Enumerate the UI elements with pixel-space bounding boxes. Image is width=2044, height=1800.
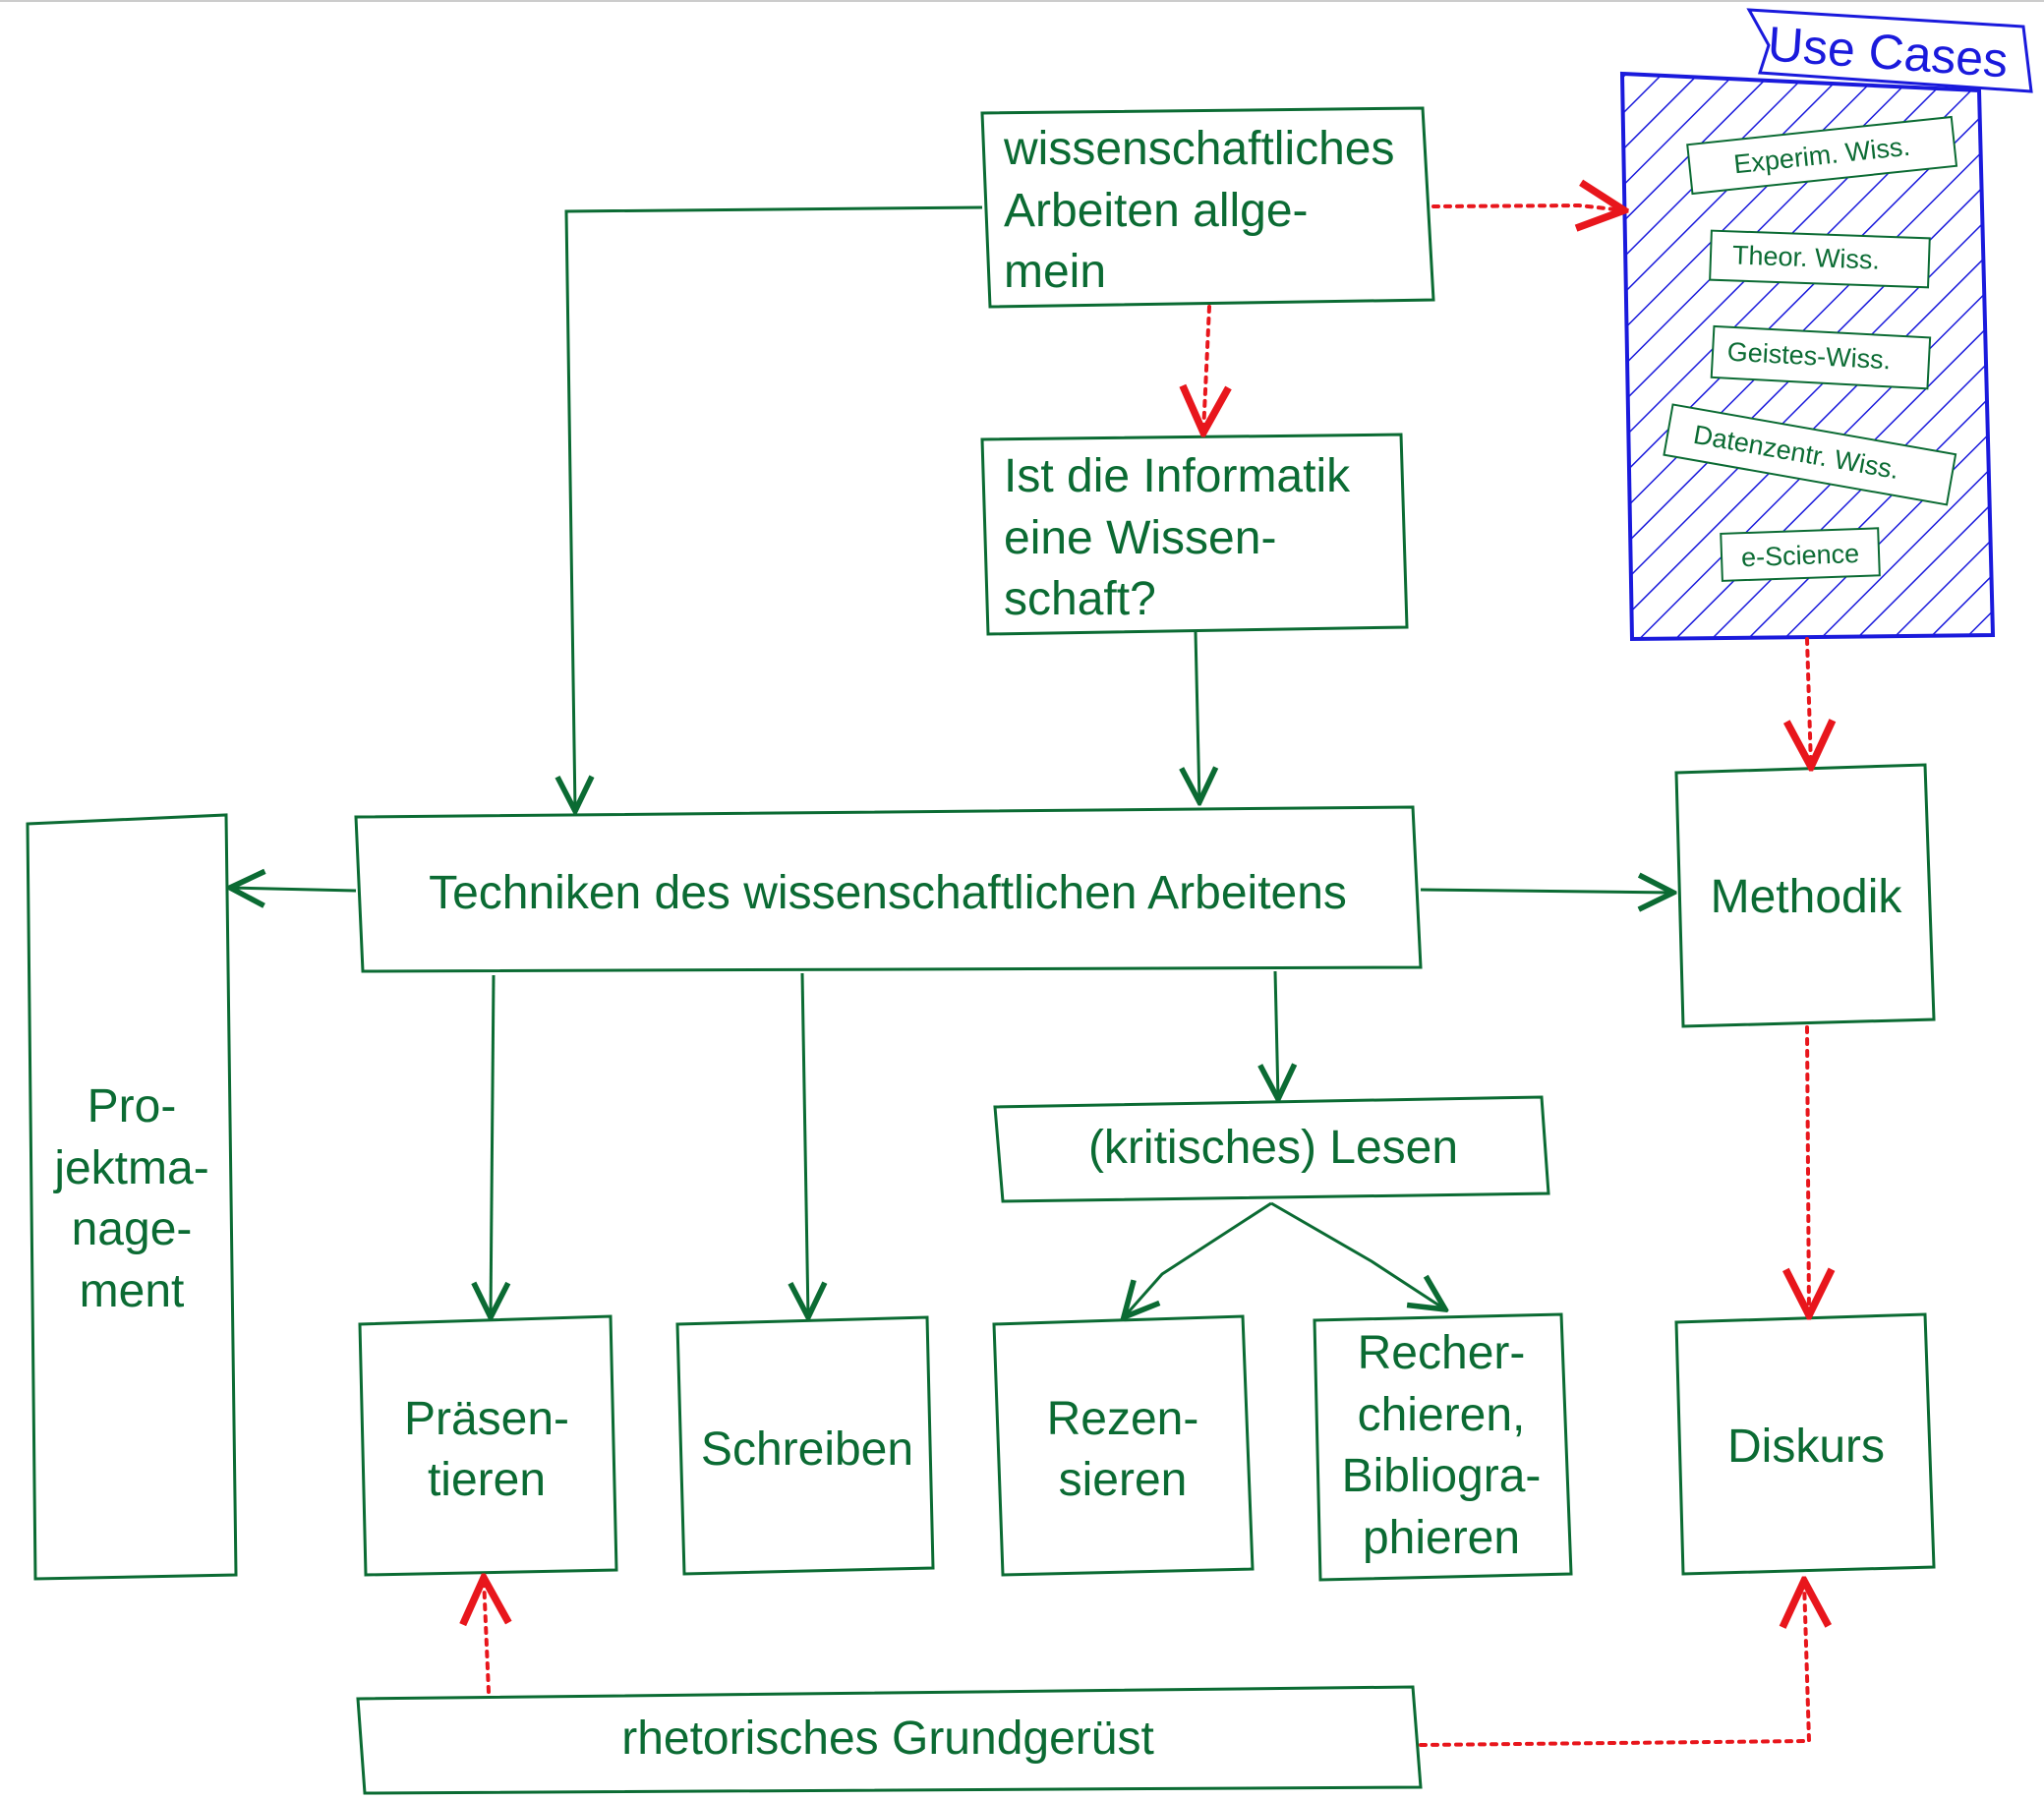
- label-rhetorik: rhetorisches Grundgerüst: [621, 1713, 1154, 1765]
- label-recherchieren-line-1: Recher-: [1358, 1327, 1526, 1379]
- arrow-wiss-arbeiten-to-techniken: [566, 205, 983, 811]
- box-techniken-frame: [354, 805, 1423, 973]
- label-schreiben: Schreiben: [701, 1423, 913, 1476]
- arrow-lesen-to-recherchieren: [1270, 1201, 1445, 1309]
- label-recherchieren-line-2: chieren,: [1358, 1389, 1526, 1441]
- use-case-tag: [1663, 403, 1957, 506]
- arrow-techniken-to-praesentieren: [491, 974, 494, 1317]
- use-case-label: Theor. Wiss.: [1732, 240, 1881, 274]
- box-diskurs-frame: [1674, 1312, 1936, 1576]
- dotted-arrow-rhetorik-to-praesentieren: [484, 1578, 489, 1694]
- box-kritisches-lesen-frame: [993, 1095, 1550, 1203]
- use-cases-panel: Use Cases Experim. Wiss. Theor. Wiss. Ge…: [1619, 8, 2033, 642]
- label-informatik-line-3: schaft?: [1004, 573, 1156, 625]
- label-rezensieren-line-1: Rezen-: [1047, 1393, 1199, 1445]
- box-rezensieren-frame: [992, 1314, 1255, 1577]
- arrow-techniken-to-kritisches-lesen: [1275, 970, 1278, 1099]
- arrow-lesen-to-rezensieren: [1124, 1201, 1272, 1317]
- label-methodik: Methodik: [1711, 871, 1903, 923]
- use-case-item-e-science: e-Science: [1720, 527, 1881, 582]
- use-case-tag: [1720, 527, 1881, 582]
- label-recherchieren-line-4: phieren: [1363, 1512, 1520, 1564]
- label-wissenschaftliches-arbeiten-line-2: Arbeiten allge-: [1004, 185, 1309, 237]
- label-diskurs: Diskurs: [1727, 1421, 1885, 1473]
- dotted-arrow-wiss-arbeiten-to-use-cases: [1431, 205, 1624, 210]
- label-projektmanagement-line-2: jektma-: [52, 1142, 208, 1194]
- label-wissenschaftliches-arbeiten-line-3: mein: [1004, 246, 1106, 298]
- label-kritisches-lesen: (kritisches) Lesen: [1088, 1122, 1458, 1174]
- box-projektmanagement-frame: [26, 813, 238, 1581]
- dotted-arrow-use-cases-to-methodik: [1807, 637, 1811, 767]
- label-praesentieren-line-2: tieren: [428, 1454, 546, 1506]
- dotted-arrow-rhetorik-to-diskurs: [1419, 1581, 1809, 1747]
- use-cases-title-tab: [1746, 8, 2033, 93]
- arrow-techniken-to-projektmanagement: [230, 888, 357, 891]
- label-informatik-line-1: Ist die Informatik: [1004, 450, 1351, 502]
- box-wissenschaftliches-arbeiten-frame: [980, 106, 1435, 309]
- use-case-tag: [1686, 115, 1958, 196]
- use-case-item-humanities: Geistes-Wiss.: [1710, 324, 1932, 390]
- label-wissenschaftliches-arbeiten-line-1: wissenschaftliches: [1003, 123, 1395, 175]
- dotted-arrow-methodik-to-diskurs: [1807, 1025, 1809, 1315]
- label-techniken: Techniken des wissenschaftlichen Arbeite…: [429, 867, 1347, 919]
- use-case-item-experimental: Experim. Wiss.: [1686, 115, 1958, 196]
- box-informatik-frame: [980, 433, 1409, 636]
- box-praesentieren-frame: [358, 1314, 618, 1577]
- use-case-label: e-Science: [1741, 539, 1860, 572]
- arrow-techniken-to-methodik: [1420, 890, 1673, 893]
- dotted-arrow-wiss-arbeiten-to-informatik: [1203, 305, 1209, 433]
- box-recherchieren-frame: [1313, 1312, 1573, 1582]
- label-projektmanagement-line-4: ment: [80, 1265, 185, 1317]
- use-case-tag: [1710, 324, 1932, 390]
- label-praesentieren-line-1: Präsen-: [404, 1393, 569, 1445]
- use-case-tag: [1709, 229, 1931, 289]
- label-recherchieren-line-3: Bibliogra-: [1342, 1450, 1542, 1502]
- box-methodik-frame: [1674, 763, 1936, 1028]
- label-projektmanagement-line-3: nage-: [72, 1203, 193, 1255]
- label-projektmanagement-line-1: Pro-: [88, 1080, 177, 1132]
- label-informatik-line-2: eine Wissen-: [1004, 512, 1276, 564]
- box-schreiben-frame: [675, 1315, 935, 1576]
- label-rezensieren-line-2: sieren: [1059, 1454, 1188, 1506]
- arrow-techniken-to-schreiben: [802, 972, 808, 1317]
- box-rhetorik-frame: [356, 1685, 1423, 1795]
- arrow-informatik-to-techniken: [1196, 631, 1199, 802]
- use-case-item-theoretical: Theor. Wiss.: [1709, 229, 1931, 289]
